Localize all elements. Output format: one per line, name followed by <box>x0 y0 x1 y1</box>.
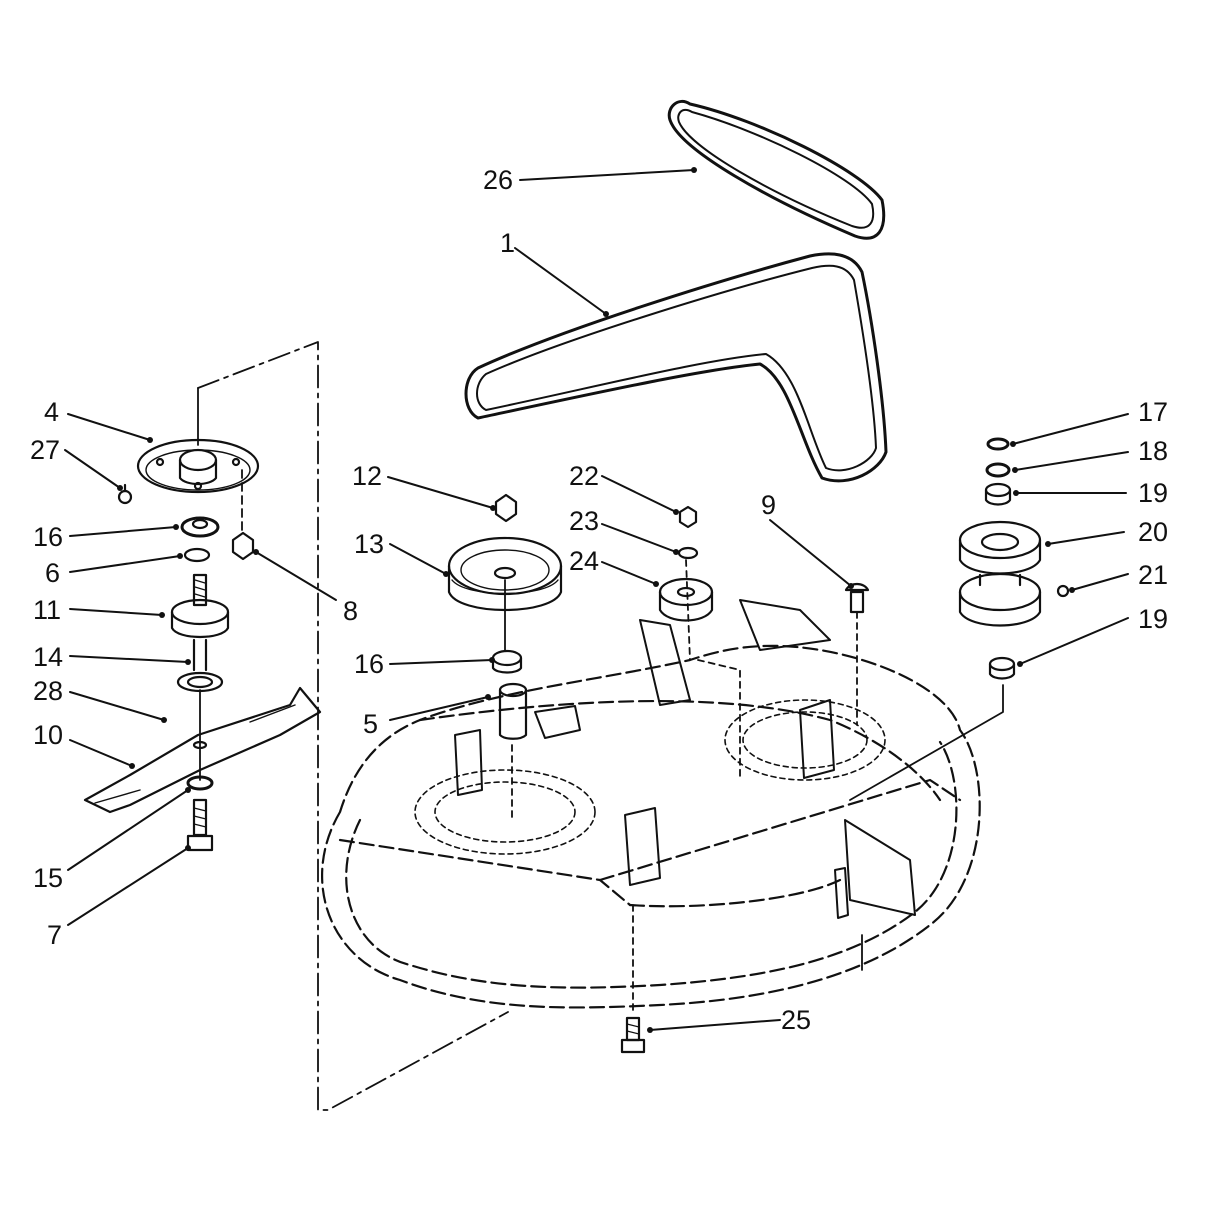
deck-brackets <box>454 599 916 919</box>
washer-17 <box>986 437 1010 451</box>
callout-19-top: 19 <box>1138 478 1168 508</box>
bearing-16-left <box>180 516 220 538</box>
nut-12 <box>494 493 518 523</box>
callout-1: 1 <box>500 228 515 258</box>
callout-11: 11 <box>33 595 61 625</box>
spacer-6 <box>183 547 211 563</box>
callout-13: 13 <box>354 529 384 559</box>
nut-8 <box>231 531 255 561</box>
washer-18 <box>985 462 1011 478</box>
callout-numbers: 26 1 4 27 16 6 11 14 28 10 15 7 8 12 13 … <box>30 165 1168 1035</box>
idler-pulley-24 <box>658 577 714 622</box>
spacer-5 <box>498 682 528 740</box>
callout-18: 18 <box>1138 436 1168 466</box>
spindle-housing-4 <box>136 438 260 494</box>
callout-5: 5 <box>363 709 378 739</box>
callout-23: 23 <box>569 506 599 536</box>
belt-1 <box>464 252 888 483</box>
nut-22 <box>678 505 698 529</box>
washer-14 <box>176 671 224 693</box>
callout-10: 10 <box>33 720 63 750</box>
callout-24: 24 <box>569 546 599 576</box>
callout-22: 22 <box>569 461 599 491</box>
callout-12: 12 <box>352 461 382 491</box>
callout-14: 14 <box>33 642 63 672</box>
callout-9: 9 <box>761 490 776 520</box>
blade-10 <box>83 686 322 814</box>
callout-16-center: 16 <box>354 649 384 679</box>
bearing-16-center <box>491 649 523 674</box>
bearing-19-bottom <box>988 656 1016 680</box>
callout-7: 7 <box>47 920 62 950</box>
callout-4: 4 <box>44 397 59 427</box>
deck-blade-rings <box>414 699 886 855</box>
callout-21: 21 <box>1138 560 1168 590</box>
washer-23 <box>677 546 699 560</box>
callout-15: 15 <box>33 863 63 893</box>
callout-26: 26 <box>483 165 513 195</box>
bolt-9 <box>844 582 870 614</box>
belt-26 <box>667 99 886 240</box>
callout-17: 17 <box>1138 397 1168 427</box>
callout-16-left: 16 <box>33 522 63 552</box>
pulley-13 <box>447 536 563 611</box>
callout-6: 6 <box>45 558 60 588</box>
bolt-7 <box>186 798 214 852</box>
double-pulley-20 <box>958 520 1042 627</box>
grease-fitting-21 <box>1056 584 1070 598</box>
bolt-25 <box>620 1016 646 1054</box>
callout-8: 8 <box>343 596 358 626</box>
spindle-shaft-11 <box>170 573 230 672</box>
bearing-19-top <box>984 482 1012 506</box>
grease-fitting-27 <box>117 483 133 505</box>
callout-20: 20 <box>1138 517 1168 547</box>
callout-leader-dots <box>117 167 1075 1033</box>
callout-27: 27 <box>30 435 60 465</box>
callout-28: 28 <box>33 676 63 706</box>
assembly-lines <box>197 341 1004 1111</box>
washer-15 <box>186 775 214 791</box>
callout-25: 25 <box>781 1005 811 1035</box>
callout-19-bottom: 19 <box>1138 604 1168 634</box>
callout-leaders <box>64 169 1129 1031</box>
